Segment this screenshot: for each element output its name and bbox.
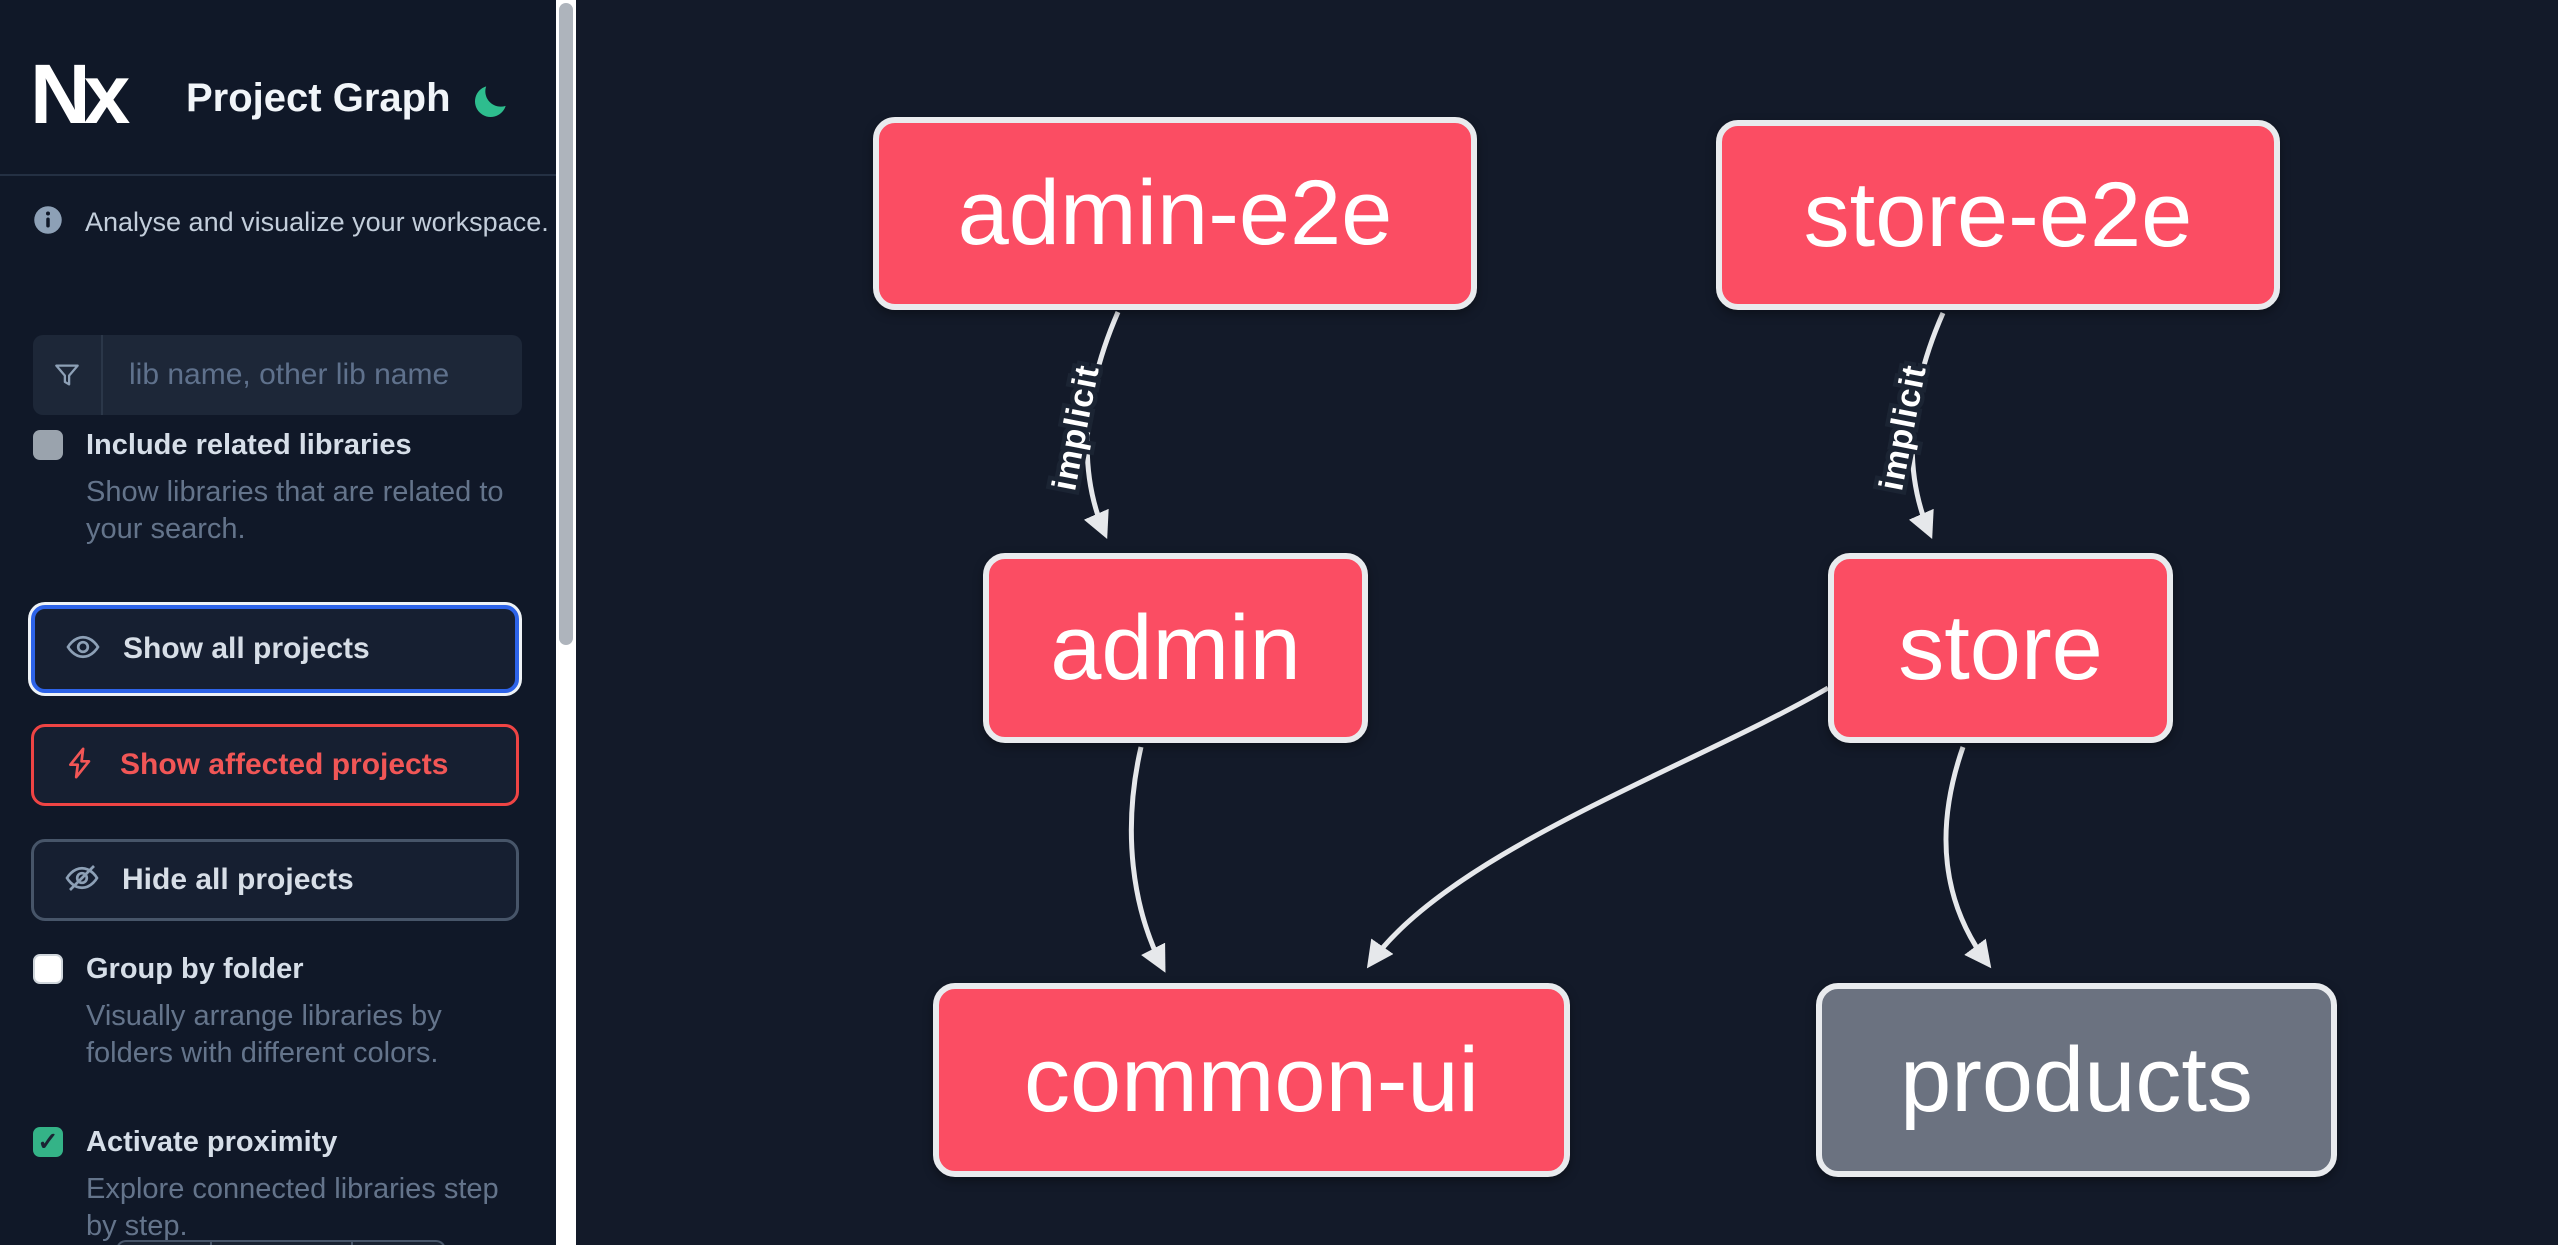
button-label: Hide all projects <box>122 863 354 896</box>
graph-node-admin[interactable]: admin <box>983 553 1368 743</box>
toggle-description: Show libraries that are related to your … <box>86 476 504 545</box>
button-label: Show affected projects <box>120 748 449 781</box>
show-affected-projects-button[interactable]: Show affected projects <box>31 724 519 806</box>
edge-store-to-products <box>1943 746 1992 969</box>
nx-logo: Nx <box>30 47 130 141</box>
show-all-projects-button[interactable]: Show all projects <box>31 605 519 693</box>
toggle-group-by-folder: Group by folder Visually arrange librari… <box>33 952 533 1072</box>
search-input[interactable] <box>103 335 522 415</box>
edge-layer: implicit implicit <box>1041 311 1992 973</box>
info-icon <box>33 205 63 240</box>
toggle-label: Include related libraries <box>86 429 412 461</box>
sidebar-scrollbar-thumb[interactable] <box>559 3 573 645</box>
graph-node-store-e2e[interactable]: store-e2e <box>1716 120 2280 310</box>
toggle-include-related: Include related libraries Show libraries… <box>33 428 533 548</box>
toggle-label: Activate proximity <box>86 1126 338 1158</box>
sidebar: Nx Project Graph Analyse and visualize y… <box>0 0 576 1245</box>
sidebar-scrollbar[interactable] <box>556 0 576 1245</box>
edge-store-to-common-ui <box>1366 685 1830 969</box>
moon-icon <box>471 86 511 126</box>
segment[interactable] <box>353 1240 446 1245</box>
theme-toggle-button[interactable] <box>471 80 511 122</box>
graph-node-admin-e2e[interactable]: admin-e2e <box>873 117 1477 310</box>
toggle-description: Visually arrange libraries by folders wi… <box>86 1000 442 1069</box>
sidebar-header: Nx Project Graph <box>0 0 556 176</box>
edge-label-implicit: implicit <box>1872 362 1934 494</box>
page-title: Project Graph <box>186 76 451 120</box>
graph-node-products[interactable]: products <box>1816 983 2337 1177</box>
graph-node-common-ui[interactable]: common-ui <box>933 983 1570 1177</box>
segment[interactable] <box>116 1240 212 1245</box>
edge-admin-e2e-to-admin <box>1083 311 1121 539</box>
project-graph-canvas[interactable]: implicit implicit admin-e2e store-e2e admin… <box>576 0 2558 1245</box>
segment[interactable] <box>212 1240 353 1245</box>
include-related-checkbox[interactable] <box>33 430 63 460</box>
toggle-label: Group by folder <box>86 953 304 985</box>
eye-icon <box>35 629 101 670</box>
hide-all-projects-button[interactable]: Hide all projects <box>31 839 519 921</box>
eye-off-icon <box>34 860 100 901</box>
edge-admin-to-common-ui <box>1128 746 1166 973</box>
activate-proximity-checkbox[interactable]: ✓ <box>33 1127 63 1157</box>
search-box <box>33 335 522 415</box>
toggle-description: Explore connected libraries step by step… <box>86 1173 499 1242</box>
toggle-activate-proximity: ✓ Activate proximity Explore connected l… <box>33 1125 533 1245</box>
group-by-folder-checkbox[interactable] <box>33 954 63 984</box>
button-label: Show all projects <box>123 632 370 665</box>
graph-node-store[interactable]: store <box>1828 553 2173 743</box>
bolt-icon <box>34 746 98 785</box>
tagline-row: Analyse and visualize your workspace. <box>33 205 549 240</box>
collapsed-control-preview[interactable] <box>116 1240 446 1245</box>
tagline-text: Analyse and visualize your workspace. <box>85 207 549 237</box>
filter-icon <box>33 335 103 415</box>
edge-store-e2e-to-store <box>1908 311 1946 539</box>
edge-label-implicit: implicit <box>1045 362 1107 494</box>
